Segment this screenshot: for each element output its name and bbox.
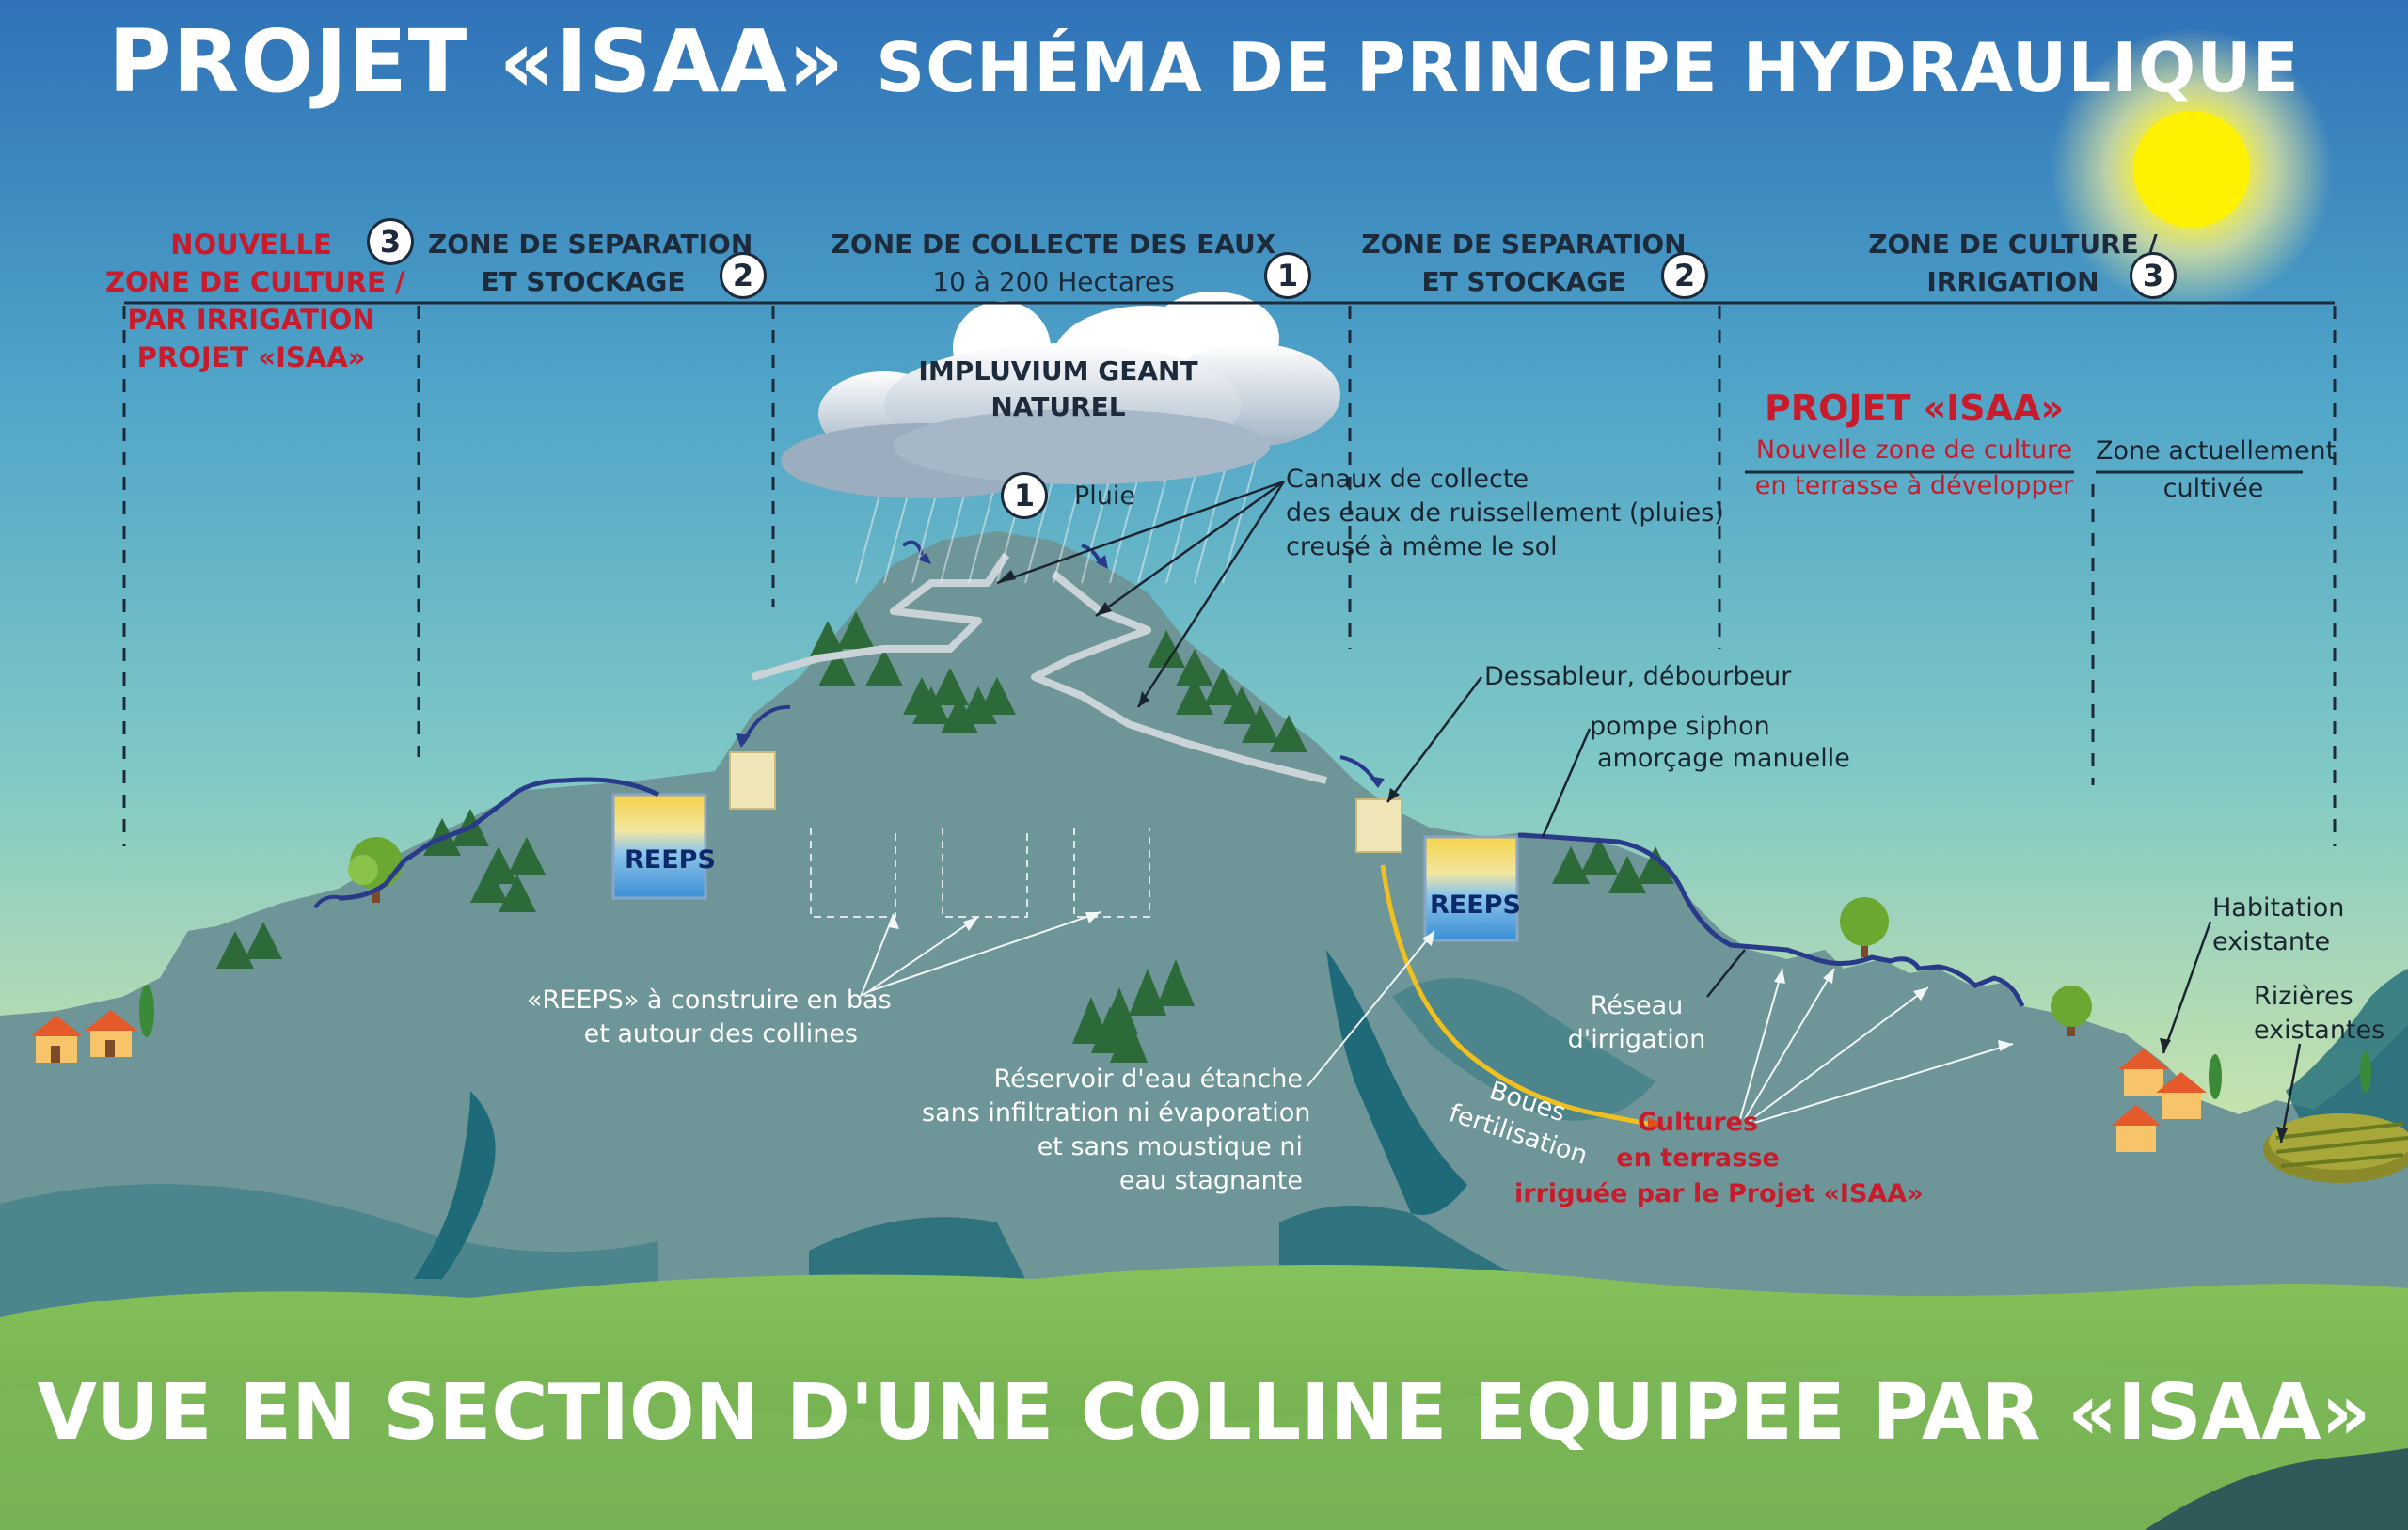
zone-left-culture: NOUVELLE ZONE DE CULTURE / PAR IRRIGATIO… (105, 226, 405, 376)
zone-number-badge: 2 (720, 252, 767, 299)
reeps-right-label: REEPS (1430, 891, 1521, 920)
reservoir-line3: et sans moustique ni (1037, 1132, 1303, 1161)
cloud-label-line2: NATUREL (990, 391, 1126, 422)
pluie-label: Pluie (1074, 481, 1136, 511)
canaux-line2: des eaux de ruissellement (pluies) (1286, 498, 1724, 528)
dessableur-box-icon (729, 751, 776, 810)
house-icon (2118, 1049, 2169, 1096)
zone-number-badge: 3 (367, 218, 414, 265)
zone-left-separation-line1: ZONE DE SEPARATION (428, 229, 753, 260)
pompe-line2: amorçage manuelle (1597, 744, 1850, 773)
reseau-line1: Réseau (1590, 991, 1684, 1020)
zone-right-separation-line1: ZONE DE SEPARATION (1361, 229, 1687, 260)
pompe-label: pompe siphon amorçage manuelle (1590, 711, 1850, 775)
zone-left-culture-line4: PROJET «ISAA» (136, 341, 366, 373)
reeps-construire-label: «REEPS» à construire en bas et autour de… (527, 984, 892, 1051)
cultures-line2: en terrasse (1616, 1144, 1780, 1173)
existing-zone-line2: cultivée (2162, 474, 2264, 503)
title-rest: SCHÉMA DE PRINCIPE HYDRAULIQUE (876, 28, 2300, 107)
reeps-construire-line2: et autour des collines (583, 1019, 858, 1049)
rizieres-field (2263, 1113, 2408, 1183)
zone-left-separation: ZONE DE SEPARATION ET STOCKAGE (428, 226, 753, 301)
title-main: PROJET «ISAA» (108, 11, 846, 112)
existing-zone-line1: Zone actuellement (2096, 436, 2337, 465)
reservoir-label: Réservoir d'eau étanche sans infiltratio… (922, 1063, 1311, 1198)
zone-number-badge: 2 (1661, 252, 1708, 299)
zone-left-culture-line3: PAR IRRIGATION (127, 304, 375, 336)
zone-right-culture: ZONE DE CULTURE / IRRIGATION (1844, 226, 2182, 301)
habitation-line1: Habitation (2212, 893, 2345, 923)
zone-collecte: ZONE DE COLLECTE DES EAUX 10 à 200 Hecta… (828, 226, 1279, 301)
zone-right-culture-line1: ZONE DE CULTURE / (1868, 229, 2158, 260)
existing-zone-label: Zone actuellement cultivée (2096, 433, 2337, 508)
tree-icon (2051, 986, 2092, 1036)
cultures-line1: Cultures (1637, 1108, 1759, 1137)
house-icon (30, 1016, 83, 1063)
pluie-number-badge: 1 (1001, 472, 1048, 519)
projet-right-new-zone: Nouvelle zone de culture en terrasse à d… (1740, 433, 2088, 504)
rizieres-line2: existantes (2254, 1016, 2385, 1045)
zone-collecte-line1: ZONE DE COLLECTE DES EAUX (831, 229, 1276, 260)
zone-number-badge: 3 (2130, 252, 2177, 299)
canaux-label: Canaux de collecte des eaux de ruisselle… (1286, 463, 1724, 564)
cloud-icon (781, 292, 1340, 584)
sun-icon (2051, 28, 2333, 310)
zone-collecte-line2: 10 à 200 Hectares (932, 266, 1175, 297)
house-icon (2111, 1105, 2162, 1152)
zone-right-culture-line2: IRRIGATION (1926, 266, 2099, 297)
cultures-label: Cultures en terrasse irriguée par le Pro… (1514, 1105, 1924, 1212)
tree-icon (1840, 897, 1889, 957)
zone-right-separation-line2: ET STOCKAGE (1421, 266, 1626, 297)
new-zone-line1: Nouvelle zone de culture (1755, 435, 2073, 465)
habitation-label: Habitation existante (2212, 891, 2344, 959)
page-title: PROJET «ISAA» SCHÉMA DE PRINCIPE HYDRAUL… (0, 11, 2408, 112)
reeps-tank-icon (1423, 835, 1519, 942)
reservoir-line1: Réservoir d'eau étanche (993, 1065, 1303, 1094)
zone-number-badge: 1 (1264, 252, 1311, 299)
house-icon (85, 1010, 137, 1057)
zone-left-culture-line2: ZONE DE CULTURE / (105, 266, 405, 298)
rizieres-label: Rizières existantes (2254, 980, 2384, 1048)
projet-right-title: PROJET «ISAA» (1764, 387, 2065, 429)
house-icon (2156, 1072, 2207, 1119)
canaux-line1: Canaux de collecte (1286, 465, 1529, 494)
reseau-line2: d'irrigation (1567, 1025, 1706, 1054)
reeps-construire-line1: «REEPS» à construire en bas (527, 986, 892, 1015)
reservoir-line2: sans infiltration ni évaporation (922, 1098, 1311, 1128)
habitation-line2: existante (2212, 927, 2331, 956)
reservoir-line4: eau stagnante (1118, 1166, 1303, 1195)
dessableur-box-icon (1355, 798, 1402, 853)
reseau-label: Réseau d'irrigation (1566, 989, 1707, 1057)
reeps-tank-icon (611, 793, 707, 900)
rizieres-line1: Rizières (2254, 982, 2353, 1011)
cultures-line3: irriguée par le Projet «ISAA» (1514, 1179, 1924, 1208)
zone-left-separation-line2: ET STOCKAGE (481, 266, 686, 297)
tree-icon (216, 611, 1674, 1063)
pompe-line1: pompe siphon (1590, 712, 1770, 741)
reeps-left-label: REEPS (625, 845, 716, 875)
zone-right-separation: ZONE DE SEPARATION ET STOCKAGE (1354, 226, 1693, 301)
zone-left-culture-line1: NOUVELLE (170, 229, 332, 260)
new-zone-line2: en terrasse à développer (1754, 471, 2074, 500)
cloud-label: IMPLUVIUM GEANT NATUREL (894, 354, 1223, 425)
cloud-label-line1: IMPLUVIUM GEANT (918, 355, 1198, 386)
bottom-title: VUE EN SECTION D'UNE COLLINE EQUIPEE PAR… (37, 1368, 2371, 1458)
dessableur-label: Dessableur, débourbeur (1484, 662, 1792, 691)
canaux-line3: creusé à même le sol (1286, 532, 1558, 561)
